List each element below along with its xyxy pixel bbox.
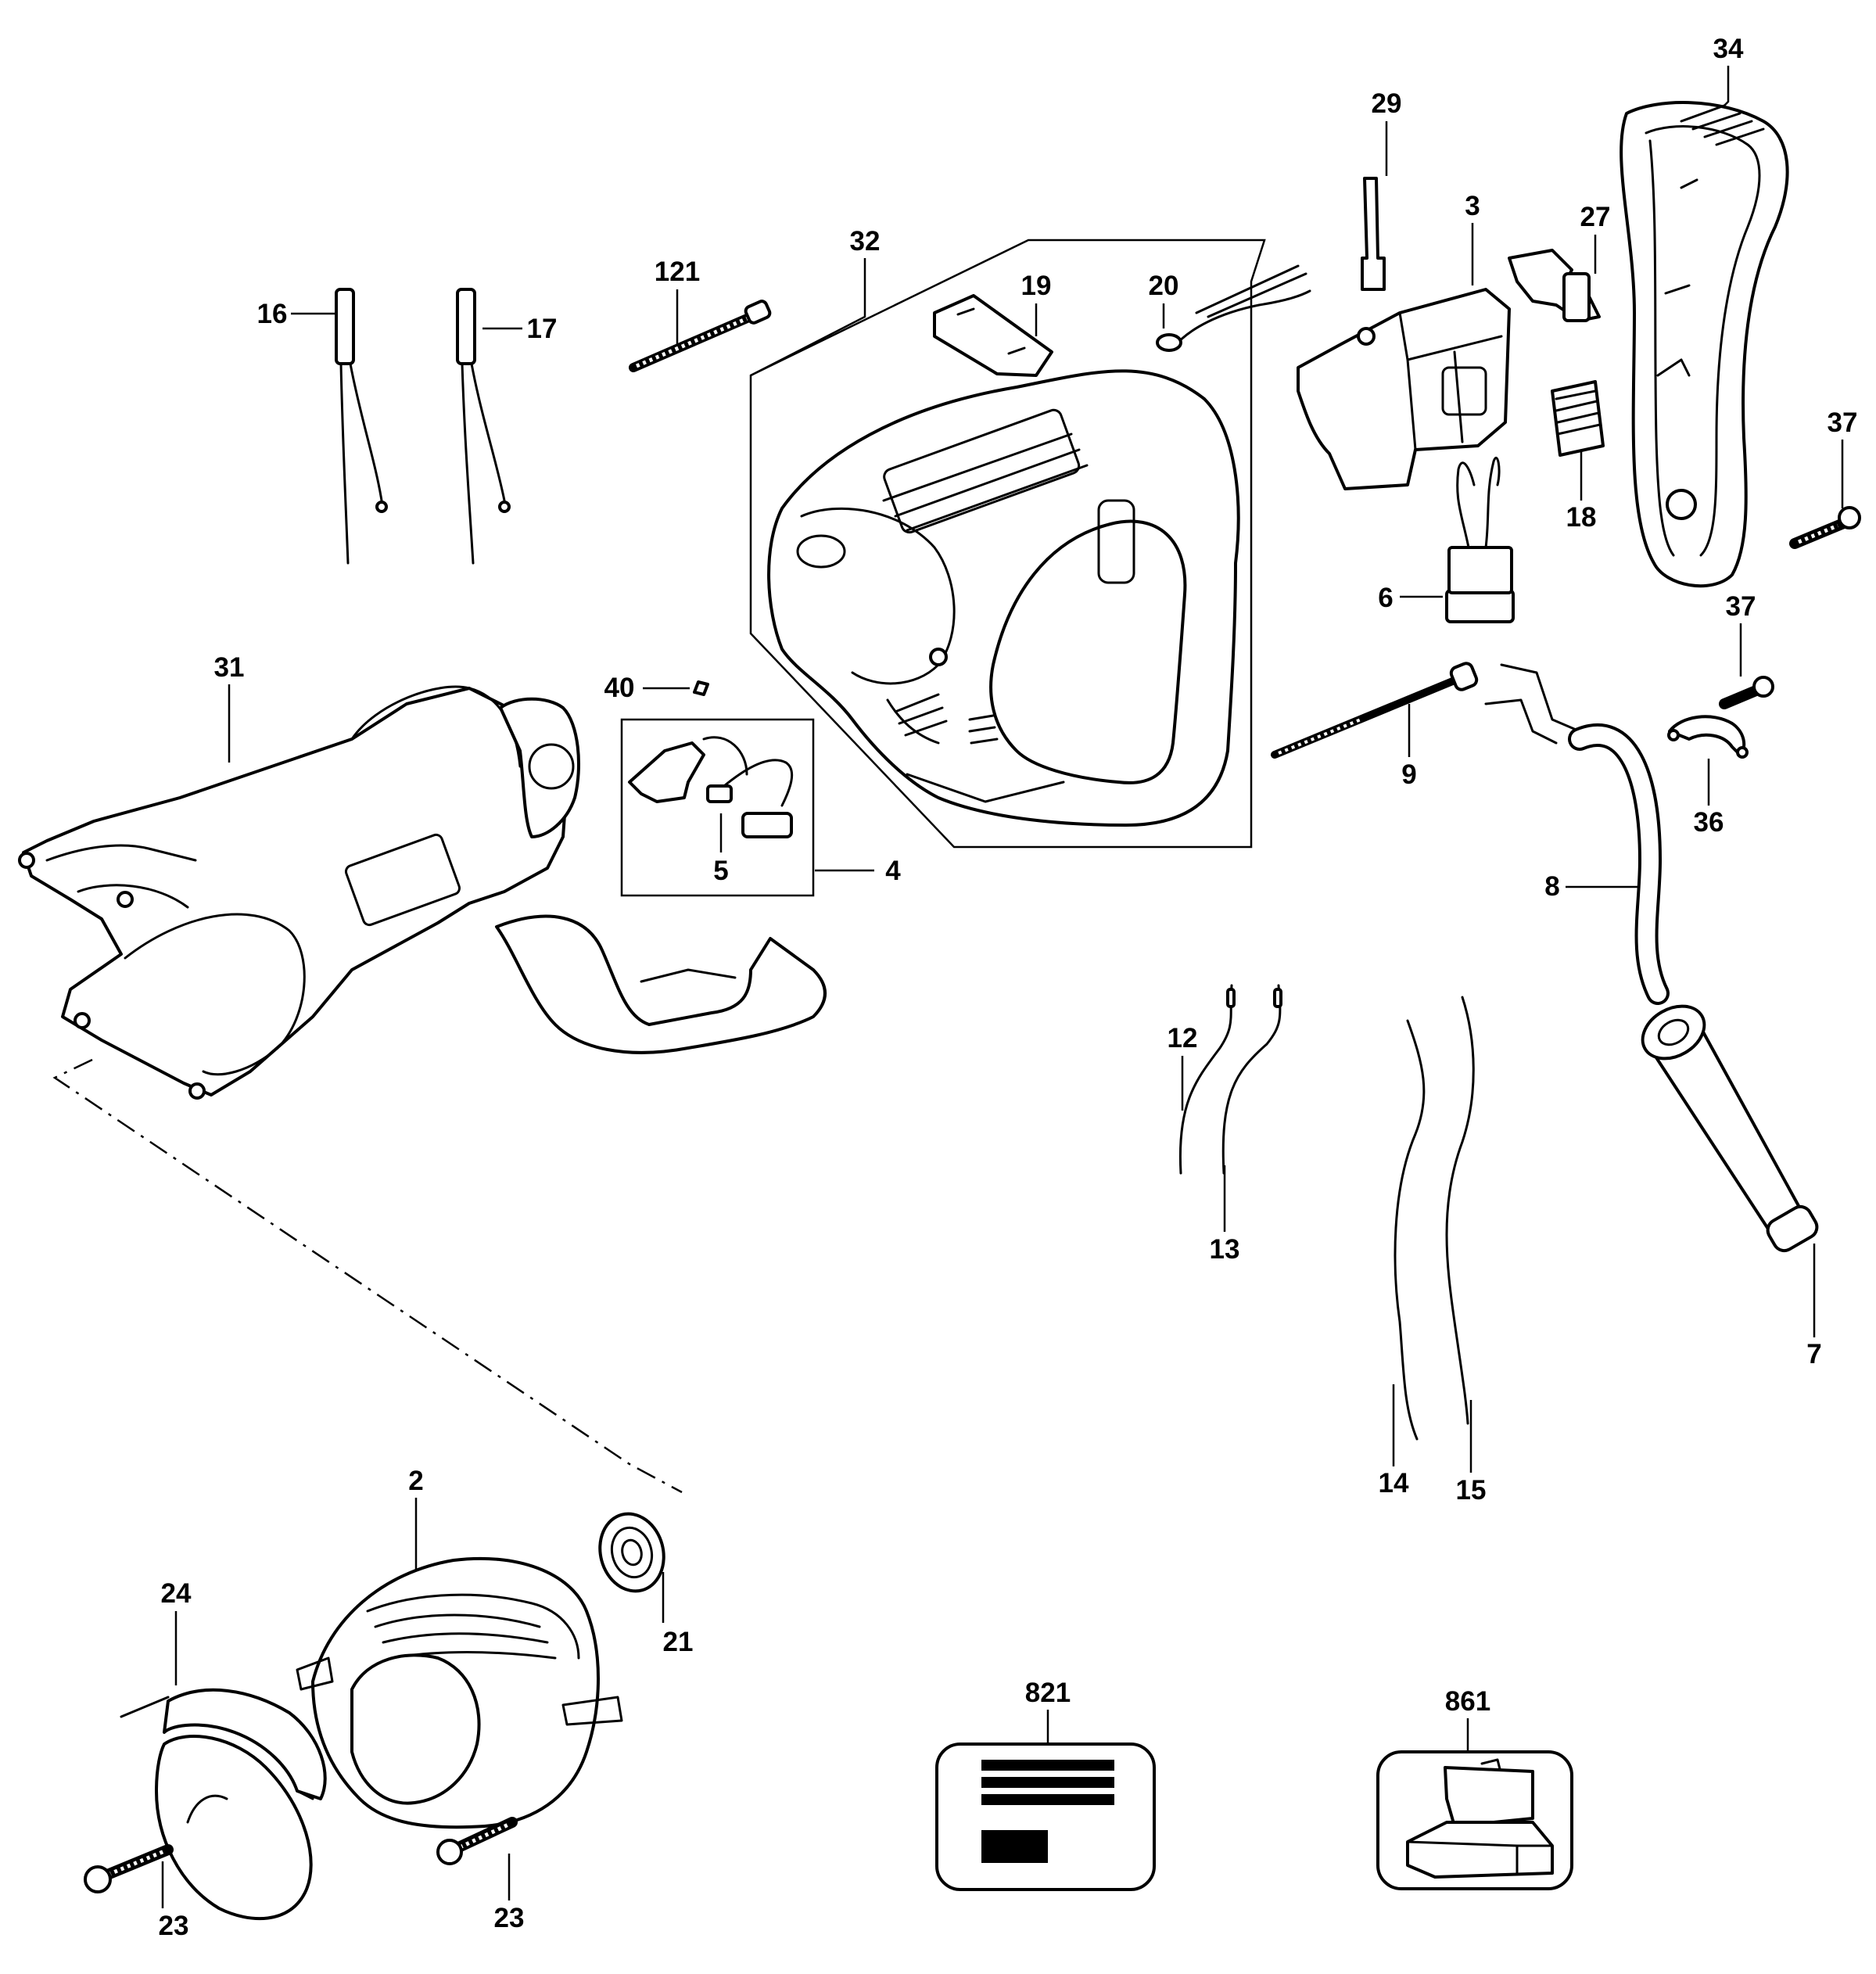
label-part-16: 16 (257, 299, 288, 329)
bearing-21 (598, 1512, 665, 1593)
label-part-27: 27 (1580, 202, 1611, 232)
label-part-18: 18 (1566, 502, 1597, 533)
label-part-20: 20 (1149, 271, 1179, 301)
label-part-861: 861 (1445, 1686, 1490, 1717)
bolt-9 (1271, 662, 1479, 759)
spring-clip-20 (1156, 264, 1311, 352)
switch-lever-29 (1361, 177, 1386, 291)
gear-housing-31 (18, 685, 827, 1100)
stator-2 (296, 1556, 623, 1829)
screw-121 (629, 300, 772, 372)
baffle-24 (120, 1688, 327, 1921)
slider-button-19 (933, 294, 1053, 377)
label-part-37-lower: 37 (1726, 591, 1756, 622)
wire-14 (1394, 1019, 1426, 1441)
label-part-5: 5 (713, 856, 728, 886)
leader-lines (161, 66, 1844, 1908)
label-part-17: 17 (527, 314, 558, 344)
label-part-37-upper: 37 (1828, 407, 1858, 438)
label-part-2: 2 (408, 1466, 423, 1496)
screw-40 (693, 680, 709, 696)
screw-23-left (84, 1844, 174, 1893)
cord-clamp-36 (1667, 715, 1749, 759)
label-part-23-left: 23 (159, 1911, 189, 1941)
label-part-19: 19 (1021, 271, 1052, 301)
cord-guard-7 (1641, 1004, 1819, 1253)
wire-terminal-17 (456, 288, 511, 565)
screw-23-right (436, 1817, 518, 1865)
brush-holder-frame (620, 718, 815, 897)
switch-3 (1297, 288, 1511, 490)
label-part-15: 15 (1456, 1475, 1487, 1506)
wire-12 (1178, 984, 1236, 1175)
brush-holder-4 (628, 736, 794, 807)
handle-34 (1620, 101, 1789, 588)
brush-18 (1551, 380, 1605, 457)
label-part-13: 13 (1210, 1234, 1240, 1265)
label-part-40: 40 (604, 673, 635, 703)
alignment-dash-line (52, 1058, 683, 1494)
brush-5 (706, 784, 793, 838)
housing-frame (749, 239, 1266, 849)
part-labels: 2 3 4 5 6 7 8 9 12 13 14 15 16 17 18 19 … (159, 34, 1858, 1941)
label-part-4: 4 (885, 856, 901, 886)
label-part-14: 14 (1379, 1468, 1409, 1498)
label-part-8: 8 (1544, 871, 1559, 902)
main-housing-32 (767, 369, 1240, 827)
wire-terminal-16 (335, 288, 388, 565)
screw-37-upper (1789, 506, 1861, 549)
label-part-6: 6 (1378, 583, 1393, 613)
label-part-31: 31 (214, 652, 245, 683)
label-part-36: 36 (1694, 807, 1724, 838)
kit-box-861 (1376, 1750, 1573, 1890)
label-part-21: 21 (663, 1627, 694, 1657)
label-part-23-right: 23 (494, 1903, 525, 1933)
label-part-7: 7 (1806, 1339, 1821, 1369)
label-part-29: 29 (1372, 88, 1402, 119)
label-part-12: 12 (1168, 1023, 1198, 1053)
label-part-24: 24 (161, 1578, 192, 1609)
capacitor-6 (1445, 457, 1515, 623)
label-part-821: 821 (1025, 1678, 1071, 1708)
power-cord-8 (1484, 663, 1670, 1005)
wire-13 (1221, 984, 1282, 1175)
clip-27 (1508, 249, 1601, 322)
screw-37-lower (1719, 676, 1774, 709)
label-part-32: 32 (850, 226, 881, 257)
label-part-34: 34 (1713, 34, 1744, 64)
label-part-3: 3 (1465, 191, 1480, 221)
label-part-9: 9 (1401, 759, 1416, 790)
label-plate-821 (935, 1743, 1156, 1891)
label-part-121: 121 (655, 257, 700, 287)
wire-15 (1445, 996, 1475, 1425)
